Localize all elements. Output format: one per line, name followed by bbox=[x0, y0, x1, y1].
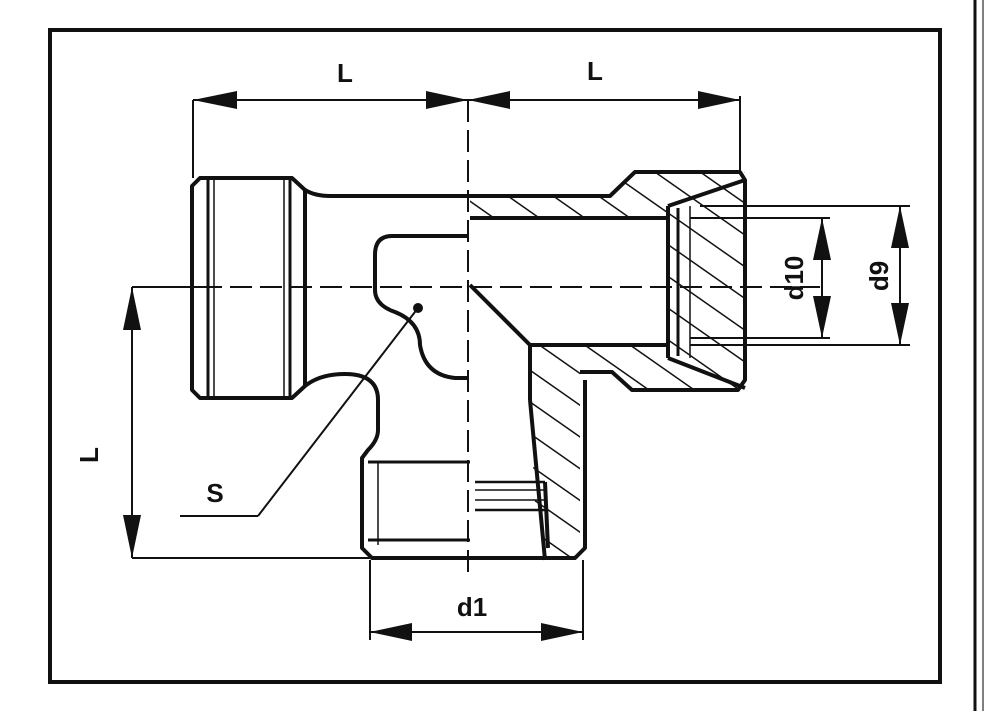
extension-lines bbox=[132, 96, 910, 640]
center-lines bbox=[200, 100, 820, 580]
tee-body-outline bbox=[190, 170, 747, 561]
dimension-l-vertical bbox=[123, 287, 141, 558]
dimension-l-top bbox=[193, 91, 740, 109]
label-d10: d10 bbox=[779, 256, 809, 301]
leader-s bbox=[180, 303, 423, 517]
label-d1: d1 bbox=[457, 592, 487, 622]
dimension-d1 bbox=[370, 623, 583, 641]
drawing-frame bbox=[48, 28, 942, 684]
dimension-d10 bbox=[813, 218, 831, 338]
label-l-right: L bbox=[587, 56, 603, 86]
hatched-sections bbox=[470, 172, 745, 560]
label-s: S bbox=[206, 478, 223, 508]
label-d9: d9 bbox=[864, 261, 894, 291]
dimension-d9 bbox=[891, 206, 909, 345]
label-l-vertical: L bbox=[74, 447, 104, 463]
label-l-left: L bbox=[337, 58, 353, 88]
